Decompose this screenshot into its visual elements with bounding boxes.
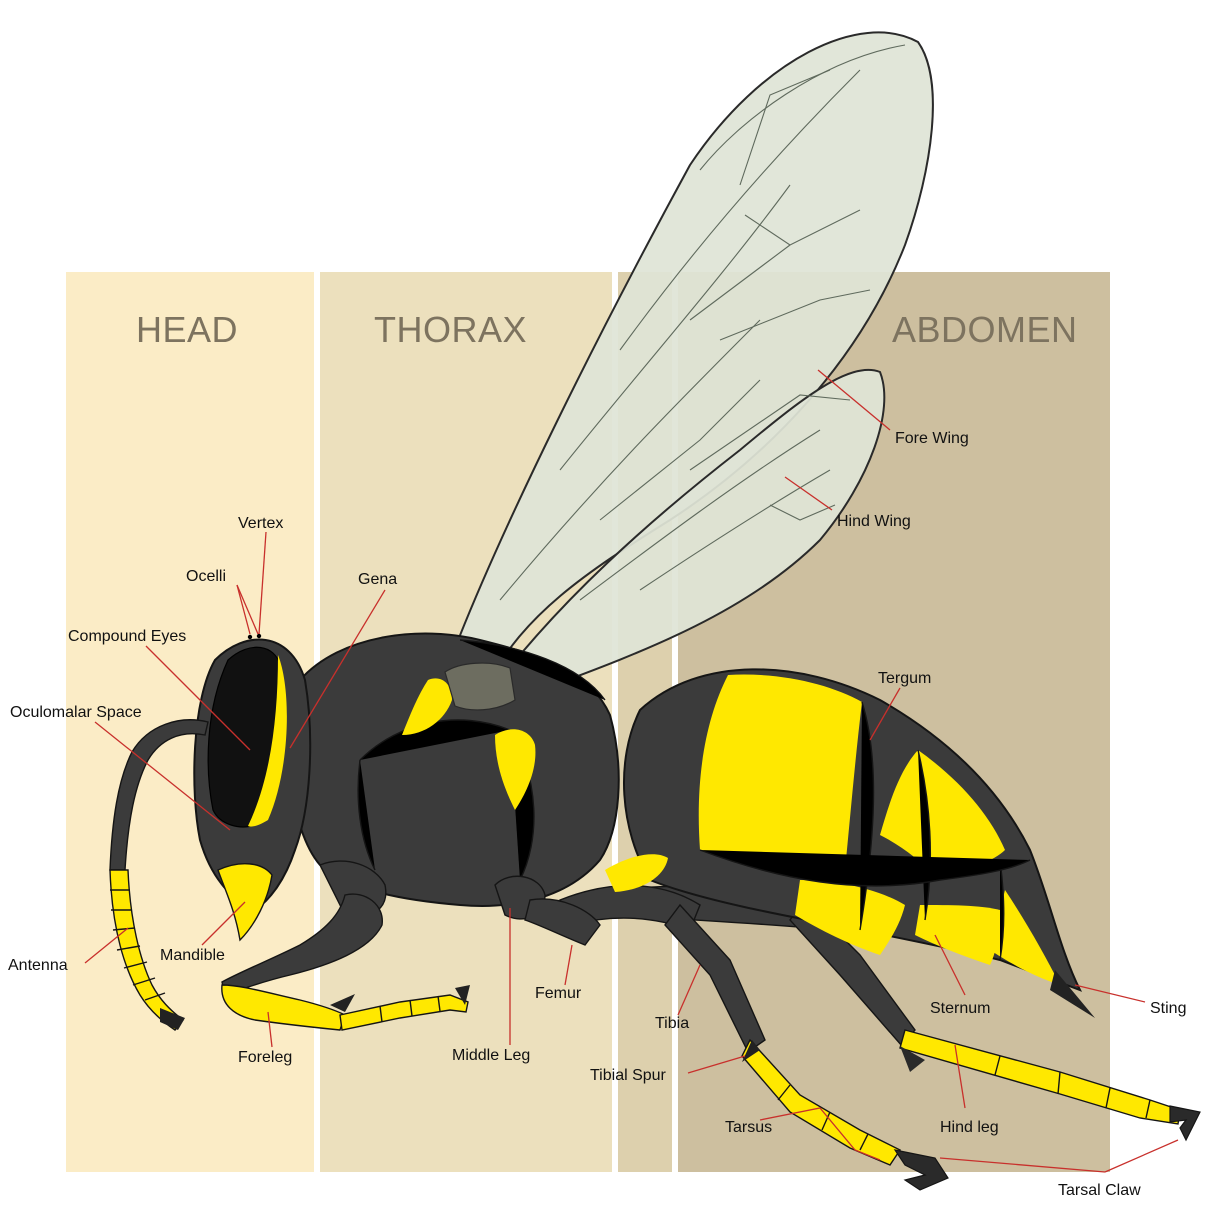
wing-base [445, 663, 515, 710]
label-tarsal-claw: Tarsal Claw [1058, 1182, 1141, 1199]
label-fore-wing: Fore Wing [895, 430, 969, 447]
label-vertex: Vertex [238, 515, 283, 532]
label-middle-leg: Middle Leg [452, 1047, 530, 1064]
label-compound-eyes: Compound Eyes [68, 628, 186, 645]
label-tibia: Tibia [655, 1015, 689, 1032]
ocellus-2 [257, 634, 261, 638]
leader-tarsal-claw-2 [1105, 1140, 1178, 1172]
label-tergum: Tergum [878, 670, 931, 687]
label-sternum: Sternum [930, 1000, 990, 1017]
label-foreleg: Foreleg [238, 1049, 292, 1066]
region-title-thorax: THORAX [374, 309, 527, 350]
label-antenna: Antenna [8, 957, 68, 974]
label-hind-wing: Hind Wing [837, 513, 911, 530]
label-hind-leg: Hind leg [940, 1119, 999, 1136]
label-tarsus: Tarsus [725, 1119, 772, 1136]
region-title-head: HEAD [136, 309, 238, 350]
label-tibial-spur: Tibial Spur [590, 1067, 667, 1084]
label-sting: Sting [1150, 1000, 1186, 1017]
label-ocelli: Ocelli [186, 568, 226, 585]
label-femur: Femur [535, 985, 582, 1002]
label-gena: Gena [358, 571, 397, 588]
label-oculomalar-space: Oculomalar Space [10, 704, 142, 721]
label-mandible: Mandible [160, 947, 225, 964]
ocellus-1 [248, 635, 252, 639]
region-title-abdomen: ABDOMEN [892, 309, 1078, 350]
abdomen-stripe-1 [699, 675, 862, 870]
